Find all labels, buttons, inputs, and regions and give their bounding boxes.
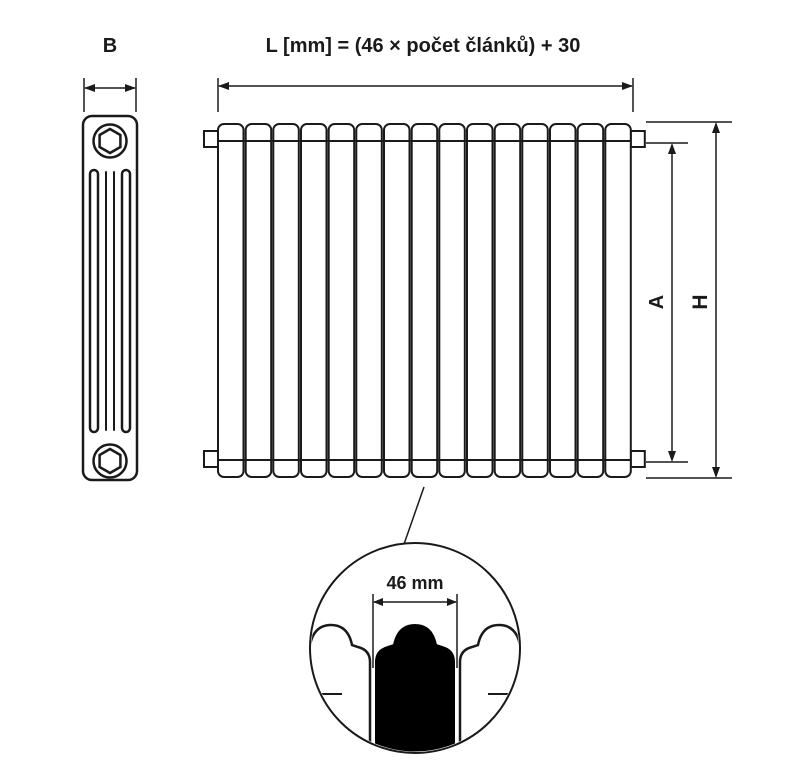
dimension-h: H — [646, 121, 732, 479]
radiator-sections — [217, 123, 632, 478]
side-view-slot-left — [88, 168, 100, 434]
dimension-46mm: 46 mm — [372, 573, 458, 668]
dimension-h-label: H — [689, 294, 712, 309]
dimension-a: A — [646, 142, 688, 463]
detail-section-right — [458, 623, 519, 752]
detail-section-highlight — [375, 623, 455, 752]
dimension-a-label: A — [646, 295, 668, 309]
detail-section-left — [311, 623, 372, 752]
dimension-b: B — [83, 35, 137, 112]
connector-bottom-left — [203, 450, 219, 468]
dimension-b-label: B — [103, 35, 117, 57]
detail-magnified-view — [311, 623, 519, 752]
top-plug-hex-icon — [98, 127, 122, 155]
detail-callout: 46 mm — [309, 486, 521, 754]
connector-top-left — [203, 130, 219, 148]
dimension-l: L [mm] = (46 × počet článků) + 30 — [217, 35, 634, 112]
side-view — [81, 114, 139, 482]
detail-leader-line — [402, 486, 425, 548]
front-view — [203, 123, 646, 478]
length-formula: L [mm] = (46 × počet článků) + 30 — [266, 35, 581, 57]
bottom-plug-hex-icon — [98, 447, 122, 475]
connector-top-right — [629, 130, 646, 148]
dimension-46mm-label: 46 mm — [386, 573, 443, 593]
side-view-slot-right — [120, 168, 132, 434]
connector-bottom-right — [629, 450, 646, 468]
